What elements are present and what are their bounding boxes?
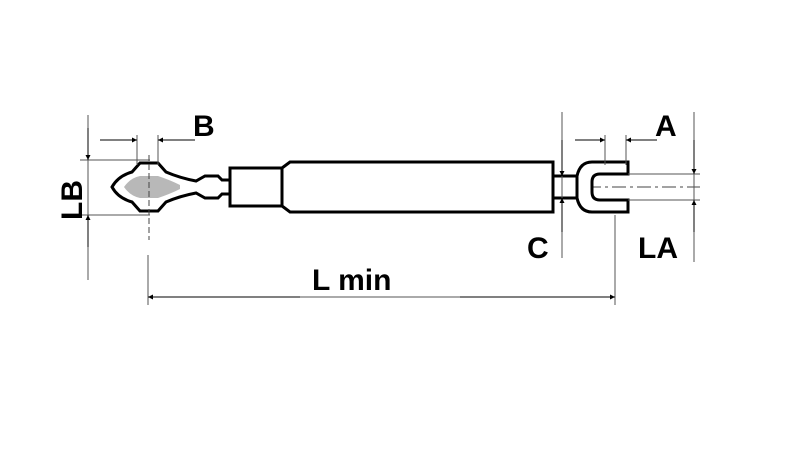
label-LA: LA [638,232,678,265]
dimension-L-min: L min [148,264,615,300]
clevis-end [575,160,630,214]
label-C: C [527,232,549,265]
extension-lines [80,112,700,305]
label-LB: LB [56,180,89,220]
label-B: B [193,110,215,143]
dimension-B: B [100,110,215,143]
label-A: A [655,110,677,143]
dimension-LA: LA [638,140,697,265]
ball-joint-end [110,155,232,240]
dimension-C: C [527,140,565,265]
rod-body [228,160,555,214]
dimension-A: A [575,110,677,143]
neck [551,174,579,200]
label-L-min: L min [312,264,391,297]
dimension-LB: LB [56,128,91,247]
